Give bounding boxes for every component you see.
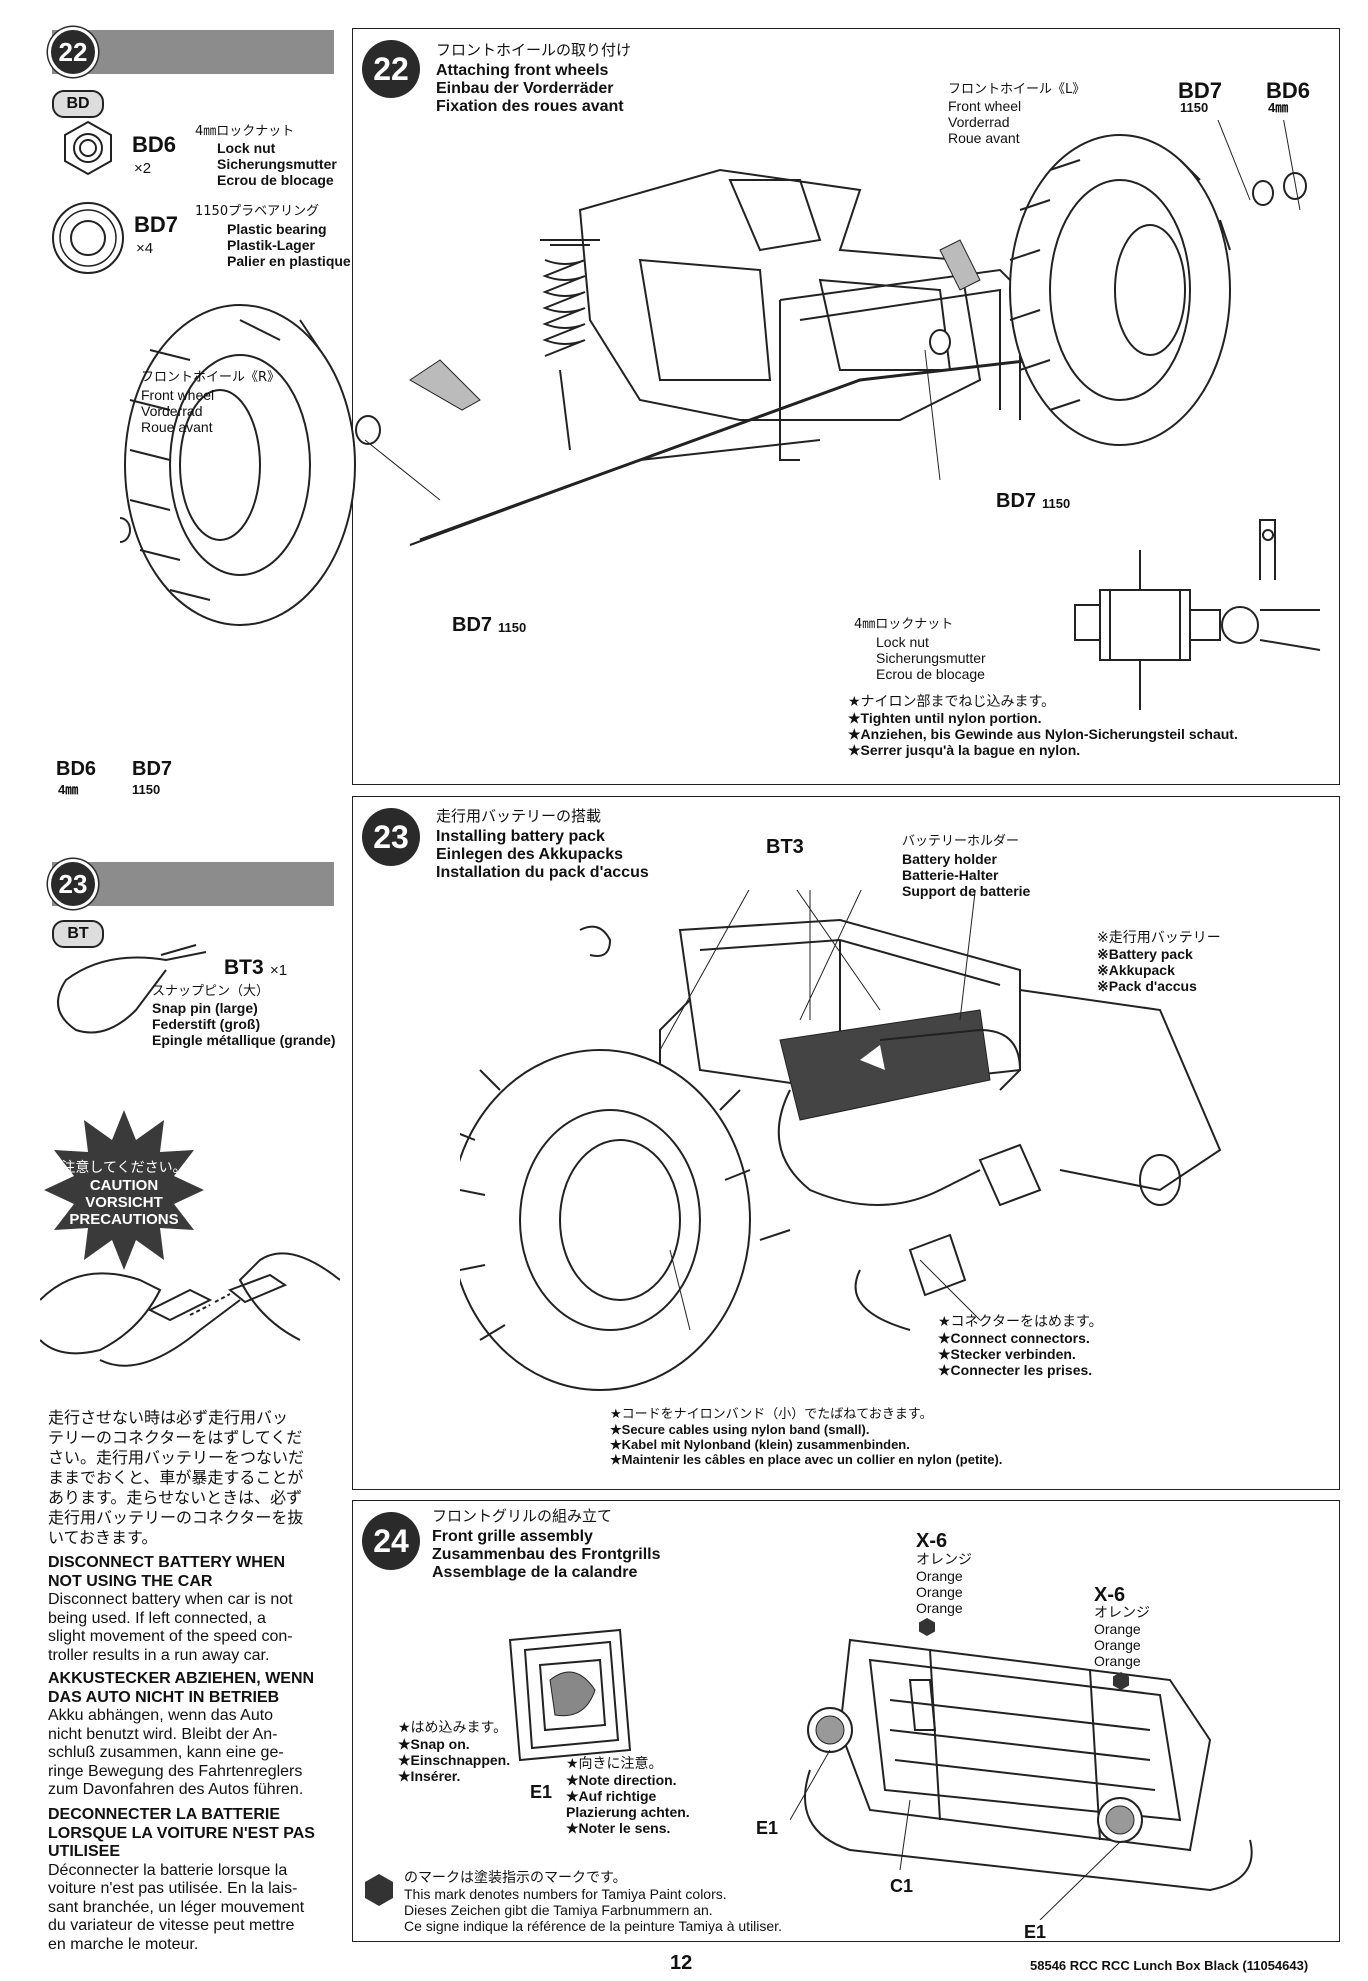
headlight-detail-illustration [508, 1628, 632, 1762]
caution-starburst-icon [44, 1110, 204, 1270]
bd7-part-qty: ×4 [136, 240, 154, 257]
bd7-top-label: BD7 [1178, 78, 1223, 103]
bt3-part-names: Snap pin (large)Federstift (groß)Epingle… [152, 1000, 336, 1048]
step24-title-jp: フロントグリルの組み立て [432, 1507, 613, 1525]
bt3-part-qty: ×1 [270, 962, 288, 979]
right-wheel-label-jp: フロントホイール《R》 [141, 370, 281, 385]
page-number: 12 [670, 1952, 693, 1974]
lock-nut-icon [64, 120, 112, 176]
step24-panel-number: 24 [362, 1512, 420, 1570]
step22-panel-number: 22 [362, 40, 420, 98]
secure-cables-note: ★コードをナイロンバンド（小）でたばねておきます。★Secure cables … [610, 1407, 1003, 1467]
e1-label-b: E1 [756, 1818, 779, 1838]
step22-notes: ★ナイロン部までねじ込みます。★Tighten until nylon port… [848, 694, 1238, 758]
bd6-top-label: BD6 [1266, 78, 1311, 103]
paint-legend-icon [365, 1874, 393, 1906]
bd7-top-sublabel: 1150 [1180, 100, 1209, 115]
caution-jp-text: 走行させない時は必ず走行用バッテリーのコネクターをはずしてください。走行用バッテ… [48, 1408, 305, 1547]
step24-panel [352, 1500, 1340, 1942]
bt3-part-spec: スナップピン（大） [152, 984, 270, 999]
battery-install-illustration [460, 890, 1222, 1391]
locknut-detail-label-jp: 4㎜ロックナット [854, 617, 954, 632]
step23-panel [352, 796, 1340, 1490]
step22-header-bar [52, 30, 334, 74]
bd7-bottom-label: BD7 [132, 758, 173, 780]
bt3-callout-label: BT3 [766, 836, 804, 858]
bag-bt-tag: BT [52, 920, 104, 948]
bd6-bottom-label: BD6 [56, 758, 97, 780]
bd7-bottom-sublabel: 1150 [132, 782, 161, 797]
paint2-code: X-6 [1094, 1584, 1126, 1606]
battery-pack-label: ※走行用バッテリー※Battery pack※Akkupack※Pack d'a… [1097, 930, 1221, 994]
bd6-part-spec: 4㎜ロックナット [195, 124, 295, 139]
front-wheels-illustration [120, 120, 1307, 626]
bd6-top-sublabel: 4㎜ [1268, 100, 1289, 115]
bd7-left-sublabel: 1150 [498, 620, 527, 635]
plastic-bearing-icon [52, 202, 124, 274]
paint-mark-icon [1113, 1672, 1129, 1690]
locknut-detail-illustration [1074, 519, 1321, 710]
battery-holder-label-jp: バッテリーホルダー [902, 834, 1020, 849]
connect-connectors-note: ★コネクターをはめます。★Connect connectors.★Stecker… [938, 1314, 1103, 1378]
bd6-part-qty: ×2 [134, 160, 152, 177]
e1-label-c: E1 [1024, 1922, 1047, 1942]
step22-panel [352, 28, 1340, 785]
snap-pin-icon [57, 944, 207, 1034]
bd7-part-code: BD7 [134, 212, 179, 237]
bt3-part-code: BT3 [224, 956, 264, 979]
paint1-code: X-6 [916, 1530, 948, 1552]
c1-label: C1 [890, 1876, 914, 1896]
e1-label-a: E1 [530, 1782, 553, 1802]
bd7-mid-sublabel: 1150 [1042, 496, 1071, 511]
step22-title-jp: フロントホイールの取り付け [436, 41, 632, 59]
bd7-part-spec: 1150プラベアリング [195, 204, 320, 219]
battery-disconnect-illustration [40, 1252, 340, 1367]
paint-mark-icon [919, 1618, 935, 1636]
paint-legend-note: のマークは塗装指示のマークです。This mark denotes number… [404, 1870, 782, 1934]
bd7-left-label: BD7 [452, 614, 493, 636]
bag-bd-tag: BD [52, 90, 104, 118]
step23-title-jp: 走行用バッテリーの搭載 [436, 807, 602, 825]
bd7-mid-label: BD7 [996, 490, 1037, 512]
bd6-bottom-sublabel: 4㎜ [58, 782, 79, 797]
step23-number-badge: 23 [48, 859, 98, 909]
front-grille-illustration [790, 1638, 1253, 1920]
step23-panel-number: 23 [362, 808, 420, 866]
step22-number-badge: 22 [48, 27, 98, 77]
document-id: 58546 RCC RCC Lunch Box Black (11054643) [1030, 1958, 1309, 1973]
snap-on-note: ★はめ込みます。★Snap on.★Einschnappen.★Insérer. [398, 1720, 511, 1784]
step23-header-bar [52, 862, 334, 906]
left-wheel-label-jp: フロントホイール《L》 [948, 82, 1086, 97]
bd6-part-code: BD6 [132, 132, 177, 157]
